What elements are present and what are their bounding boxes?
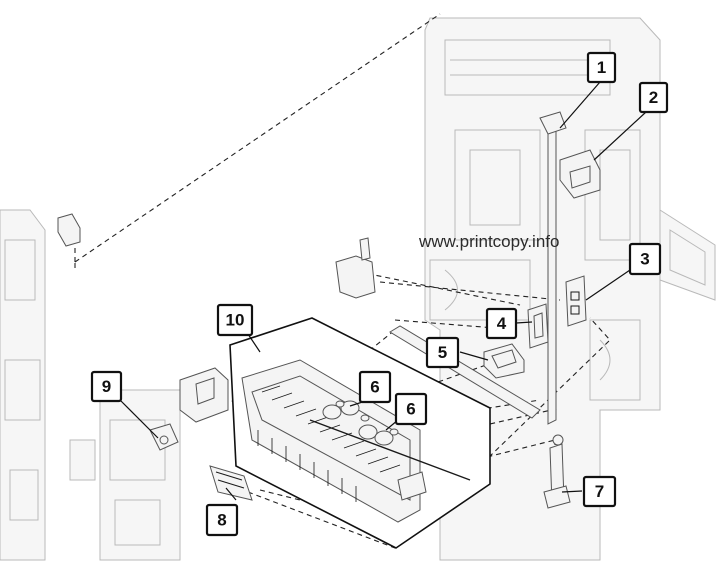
callout-4: 4 (485, 307, 518, 340)
callout-8: 8 (205, 503, 239, 537)
callout-5-label: 5 (438, 343, 447, 362)
watermark-text: www.printcopy.info (418, 232, 559, 251)
callout-6a: 6 (358, 370, 392, 404)
callout-3: 3 (628, 242, 662, 276)
duplex-assembly-group (229, 317, 491, 549)
callout-10: 10 (216, 303, 254, 337)
callout-1-label: 1 (597, 58, 606, 77)
hinge-part (527, 303, 549, 349)
actuator-bracket-part (149, 367, 229, 451)
clip-part (483, 343, 525, 379)
callout-2: 2 (638, 81, 669, 114)
cover-plate-part (209, 465, 253, 501)
callout-5: 5 (425, 336, 460, 369)
callout-9-label: 9 (102, 377, 111, 396)
callout-9: 9 (90, 370, 123, 403)
roller-pair-b (358, 424, 399, 446)
callout-2-label: 2 (649, 88, 658, 107)
callout-3-label: 3 (640, 250, 649, 269)
printer-frame-left (0, 209, 181, 561)
vertical-rail-part (539, 111, 567, 425)
callout-7-label: 7 (595, 482, 604, 501)
callout-6b-label: 6 (406, 400, 415, 419)
callout-10-label: 10 (226, 311, 245, 330)
callout-1: 1 (586, 51, 617, 84)
callout-4-label: 4 (497, 314, 507, 333)
leader-lines (119, 81, 647, 501)
connector-board-part (565, 275, 587, 327)
callout-8-label: 8 (217, 511, 226, 530)
sensor-bracket-part (559, 149, 601, 199)
small-bracket-part (335, 237, 376, 299)
spring-actuator-part (543, 434, 571, 509)
callout-7: 7 (582, 475, 617, 508)
callout-6b: 6 (394, 392, 428, 426)
callout-6a-label: 6 (370, 378, 379, 397)
